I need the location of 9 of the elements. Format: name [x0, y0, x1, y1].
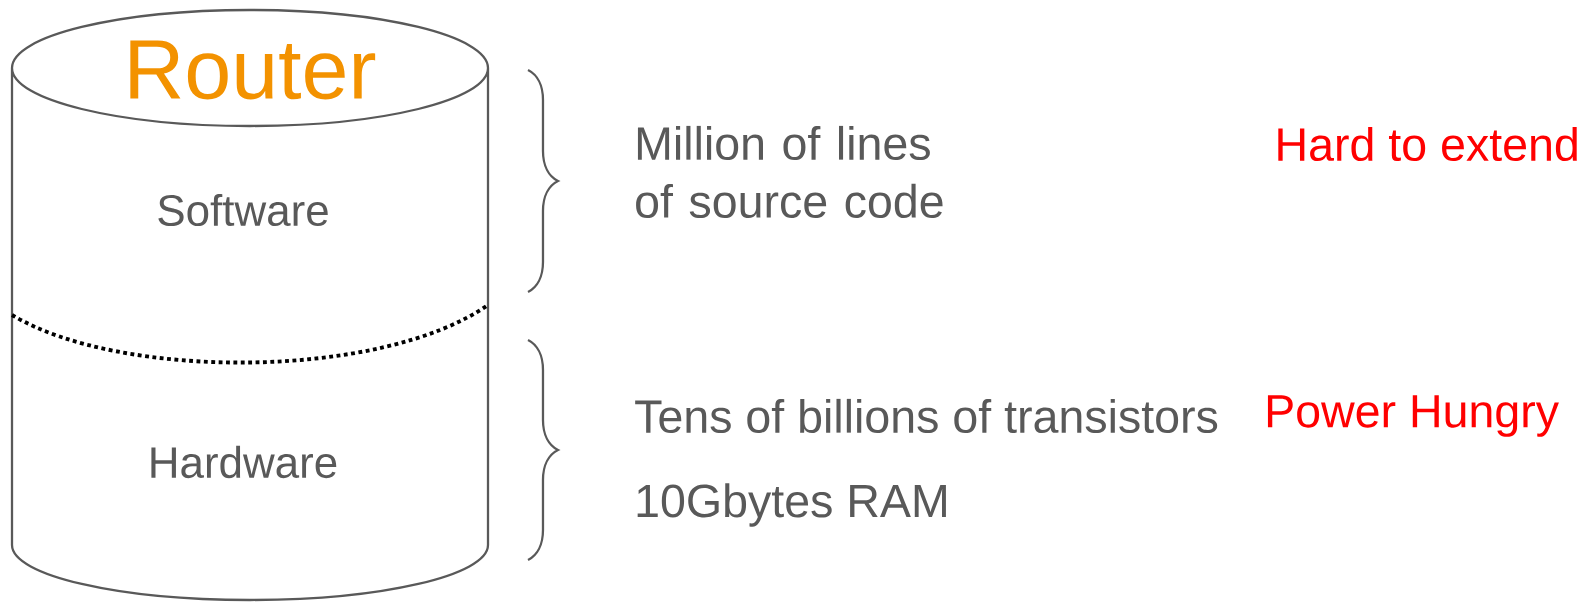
note-text: Hard to extend [1278, 126, 1577, 162]
description-text: Tens of billions of transistors [635, 398, 1218, 434]
note-text: Power Hungry [1267, 395, 1559, 437]
layer-label: Hardware [151, 445, 337, 479]
description-text: Million of lines of source code [636, 125, 943, 219]
description-text: 10Gbytes RAM [637, 483, 946, 527]
cylinder [10, 8, 490, 602]
cylinder-title: Router [130, 40, 376, 100]
layer-label: Software [158, 193, 328, 227]
